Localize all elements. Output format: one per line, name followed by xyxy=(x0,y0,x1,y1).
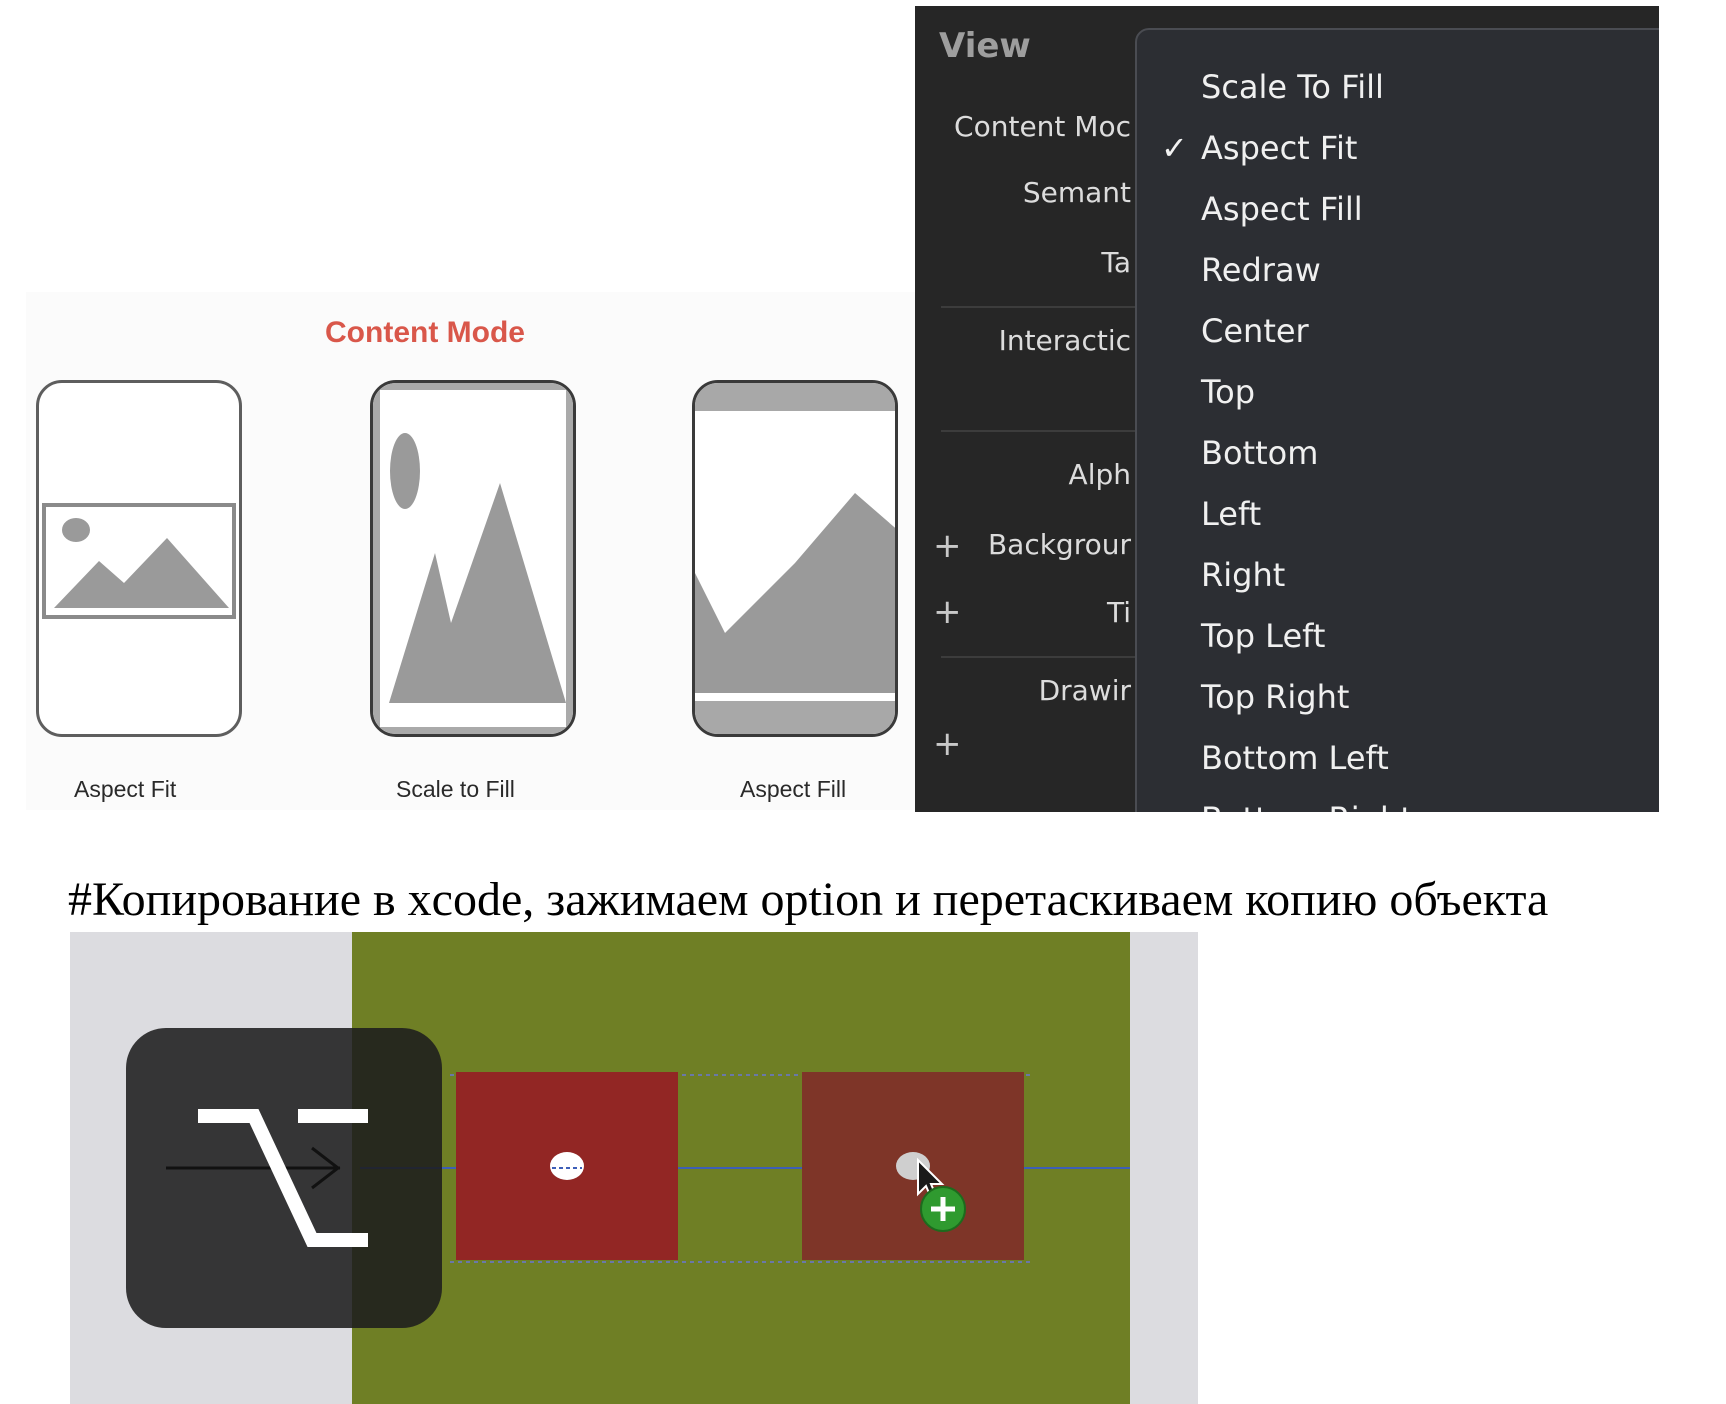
menu-item-scale-to-fill[interactable]: Scale To Fill xyxy=(1201,68,1384,106)
content-mode-dropdown-menu: Scale To Fill ✓ Aspect Fit Aspect Fill R… xyxy=(1135,28,1659,812)
drawing-label: Drawir xyxy=(1038,674,1131,707)
aspect-fill-image-icon xyxy=(695,383,895,734)
menu-item-top[interactable]: Top xyxy=(1201,373,1255,411)
green-plus-icon xyxy=(920,1186,966,1232)
attributes-inspector: View Content Moc Semant Ta Interactic Al… xyxy=(915,6,1659,812)
interaction-label: Interactic xyxy=(998,324,1131,357)
xcode-option-drag-illustration xyxy=(70,932,1198,1404)
alpha-label: Alph xyxy=(1068,458,1131,491)
aspect-fit-caption: Aspect Fit xyxy=(74,776,177,802)
content-mode-title: Content Mode xyxy=(325,316,525,349)
scale-to-fill-caption: Scale to Fill xyxy=(396,776,515,802)
view-section-title: View xyxy=(939,26,1031,66)
separator xyxy=(941,306,1171,308)
section-heading: #Копирование в xcode, зажимаем option и … xyxy=(68,873,1549,926)
original-center-handle xyxy=(550,1152,584,1180)
menu-item-bottom-right[interactable]: Bottom Right xyxy=(1137,788,1659,812)
tag-label: Ta xyxy=(1101,246,1131,279)
separator xyxy=(941,656,1171,658)
content-mode-label: Content Moc xyxy=(954,110,1131,143)
option-symbol xyxy=(166,1109,368,1247)
add-tint-variation-button[interactable]: + xyxy=(933,592,962,632)
drag-overlay xyxy=(550,1152,966,1232)
checkmark-icon: ✓ xyxy=(1161,129,1188,167)
aspect-fill-caption: Aspect Fill xyxy=(740,776,847,802)
option-key-icon xyxy=(126,1028,442,1328)
menu-item-left[interactable]: Left xyxy=(1201,495,1262,533)
menu-item-top-right[interactable]: Top Right xyxy=(1201,678,1350,716)
aspect-fit-image-icon xyxy=(42,503,236,619)
add-background-variation-button[interactable]: + xyxy=(933,526,962,566)
menu-item-bottom-left[interactable]: Bottom Left xyxy=(1201,739,1389,777)
aspect-fit-phone xyxy=(36,380,242,737)
scale-to-fill-phone xyxy=(370,380,576,737)
menu-item-aspect-fit[interactable]: ✓ Aspect Fit xyxy=(1161,129,1358,167)
menu-item-top-left[interactable]: Top Left xyxy=(1201,617,1326,655)
aspect-fill-phone xyxy=(692,380,898,737)
content-mode-illustration: Content Mode Aspect Fit Scale to Fill As… xyxy=(26,292,916,810)
menu-item-bottom[interactable]: Bottom xyxy=(1201,434,1319,472)
semantic-label: Semant xyxy=(1022,176,1131,209)
menu-item-aspect-fill[interactable]: Aspect Fill xyxy=(1201,190,1363,228)
add-drawing-variation-button[interactable]: + xyxy=(933,724,962,764)
separator xyxy=(941,430,1171,432)
tint-label: Ti xyxy=(1106,596,1131,629)
scale-to-fill-image-icon xyxy=(373,383,573,734)
menu-item-right[interactable]: Right xyxy=(1201,556,1286,594)
background-label: Backgrour xyxy=(987,528,1131,561)
menu-item-redraw[interactable]: Redraw xyxy=(1201,251,1321,289)
menu-item-center[interactable]: Center xyxy=(1201,312,1309,350)
